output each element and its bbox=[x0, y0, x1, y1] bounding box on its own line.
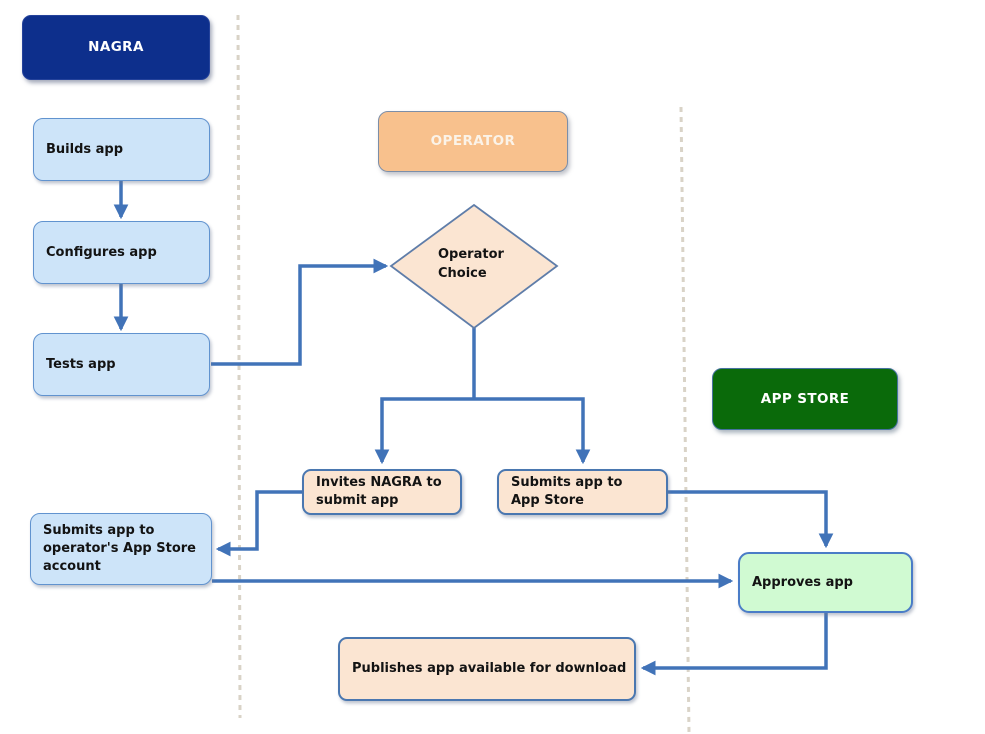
lane-header-nagra: NAGRA bbox=[22, 15, 210, 80]
node-submits-operator-account-label: Submits app to operator's App Store acco… bbox=[43, 523, 196, 574]
arrow-approves-to-publishes bbox=[640, 613, 828, 676]
node-submits-app-store-label: Submits app to App Store bbox=[511, 475, 623, 508]
node-operator-choice: Operator Choice bbox=[438, 246, 530, 284]
node-operator-choice-label: Operator Choice bbox=[438, 247, 504, 281]
node-invites-nagra: Invites NAGRA to submit app bbox=[302, 469, 462, 515]
lane-divider-nagra-operator bbox=[236, 14, 242, 719]
lane-header-nagra-label: NAGRA bbox=[88, 39, 144, 56]
arrow-submit-store-to-approves bbox=[668, 490, 834, 549]
node-approves-app-label: Approves app bbox=[752, 574, 853, 590]
node-configures-app: Configures app bbox=[33, 221, 210, 284]
decision-diamond-shape bbox=[389, 203, 559, 330]
node-configures-app-label: Configures app bbox=[46, 244, 157, 260]
node-submits-operator-account: Submits app to operator's App Store acco… bbox=[30, 513, 212, 585]
node-builds-app: Builds app bbox=[33, 118, 210, 181]
lane-header-app-store: APP STORE bbox=[712, 368, 898, 430]
lane-divider-operator-appstore bbox=[679, 106, 691, 734]
node-invites-nagra-label: Invites NAGRA to submit app bbox=[316, 475, 442, 508]
node-builds-app-label: Builds app bbox=[46, 141, 124, 157]
arrow-tests-to-choice bbox=[211, 258, 389, 366]
node-publishes-app: Publishes app available for download bbox=[338, 637, 636, 701]
node-tests-app-label: Tests app bbox=[46, 356, 116, 372]
node-submits-app-store: Submits app to App Store bbox=[497, 469, 668, 515]
node-approves-app: Approves app bbox=[738, 552, 913, 613]
lane-header-operator: OPERATOR bbox=[378, 111, 568, 172]
node-tests-app: Tests app bbox=[33, 333, 210, 396]
arrow-choice-to-invites bbox=[374, 397, 474, 465]
arrow-choice-to-submit-store bbox=[474, 397, 591, 465]
lane-header-app-store-label: APP STORE bbox=[760, 390, 850, 407]
lane-header-operator-label: OPERATOR bbox=[430, 133, 516, 150]
arrow-invites-to-operator-account bbox=[215, 490, 302, 557]
node-publishes-app-label: Publishes app available for download bbox=[352, 661, 627, 677]
